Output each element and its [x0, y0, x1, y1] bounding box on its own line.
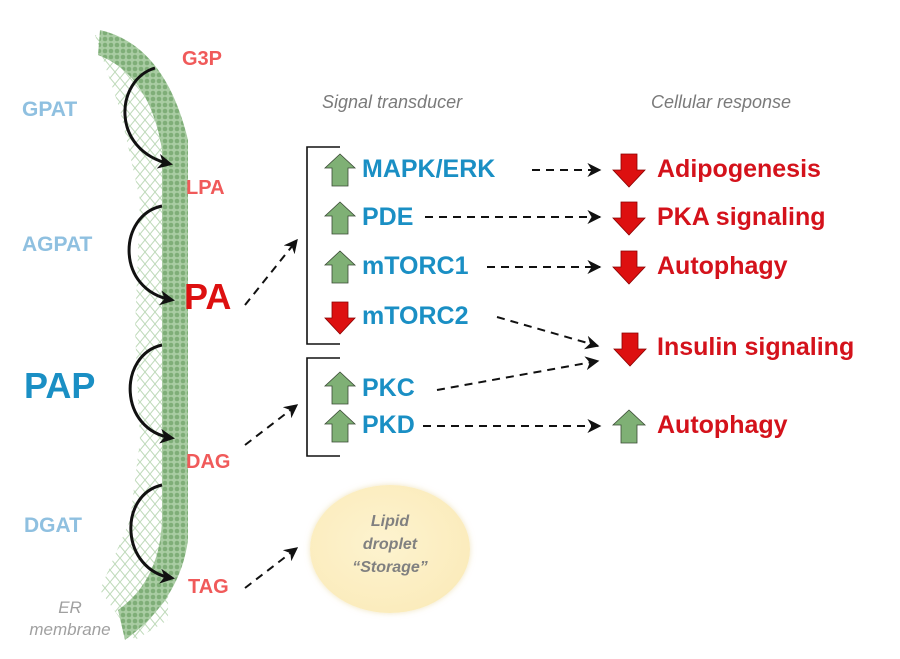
lipid-droplet-line1: Lipid [370, 513, 410, 530]
down-arrow-icon [324, 301, 356, 335]
transducer-pkd: PKD [362, 411, 415, 439]
reaction-arrow-dgat [129, 483, 175, 584]
up-arrow-icon [611, 409, 647, 444]
down-arrow-icon [612, 153, 646, 188]
reaction-arrow-gpat [123, 66, 173, 169]
bracket-pa-group [306, 146, 340, 345]
header-signal-transducer: Signal transducer [322, 92, 463, 112]
reaction-arrow-pap [128, 343, 175, 444]
down-arrow-icon [613, 332, 647, 367]
enzyme-pap: PAP [24, 365, 96, 406]
lipid-droplet-line3: “Storage” [352, 559, 428, 576]
transducer-mapk-erk: MAPK/ERK [362, 155, 496, 183]
transducer-arrows [323, 153, 357, 443]
dashed-arrow-pa-to-bracket [244, 238, 298, 306]
lipid-droplet-line2: droplet [362, 536, 418, 553]
down-arrow-icon [612, 201, 646, 236]
response-insulin-signaling: Insulin signaling [657, 333, 855, 361]
reaction-arrows [123, 66, 175, 584]
enzyme-agpat: AGPAT [22, 233, 93, 256]
dashed-arrow-dag-to-bracket [244, 404, 299, 446]
er-membrane-label: ER membrane [15, 597, 125, 641]
enzyme-gpat: GPAT [22, 98, 78, 121]
down-arrow-icon [612, 250, 646, 285]
dashed-arrow-pkc [436, 356, 600, 391]
metabolite-tag: TAG [188, 576, 229, 598]
up-arrow-icon [323, 250, 357, 284]
transducer-pkc: PKC [362, 374, 415, 402]
transducer-mtorc2: mTORC2 [362, 302, 469, 330]
reaction-arrow-agpat [127, 204, 175, 306]
response-adipogenesis: Adipogenesis [657, 155, 821, 183]
lipid-droplet-label: Lipid droplet “Storage” [310, 510, 470, 579]
transducer-pde: PDE [362, 203, 414, 231]
er-membrane-label-line1: ER [58, 598, 82, 617]
up-arrow-icon [323, 153, 357, 187]
dashed-arrow-tag-to-droplet [244, 547, 299, 589]
up-arrow-icon [323, 201, 357, 235]
response-autophagy-up: Autophagy [657, 411, 788, 439]
response-arrows [611, 153, 647, 444]
metabolite-dag: DAG [186, 451, 231, 473]
enzyme-dgat: DGAT [24, 514, 82, 537]
brackets [306, 146, 340, 457]
metabolite-pa: PA [184, 276, 232, 317]
transducer-mtorc1: mTORC1 [362, 252, 469, 280]
metabolite-g3p: G3P [182, 48, 223, 70]
up-arrow-icon [323, 371, 357, 405]
er-membrane [95, 30, 188, 640]
bracket-dag-group [306, 357, 340, 457]
metabolite-lpa: LPA [186, 177, 225, 199]
dashed-arrows [244, 163, 602, 589]
response-pka-signaling: PKA signaling [657, 203, 826, 231]
up-arrow-icon [323, 409, 357, 443]
response-autophagy-down: Autophagy [657, 252, 788, 280]
er-membrane-label-line2: membrane [29, 620, 111, 639]
header-cellular-response: Cellular response [651, 92, 792, 112]
dashed-arrow-mtorc2 [496, 316, 600, 350]
lipid-droplet [310, 485, 470, 613]
